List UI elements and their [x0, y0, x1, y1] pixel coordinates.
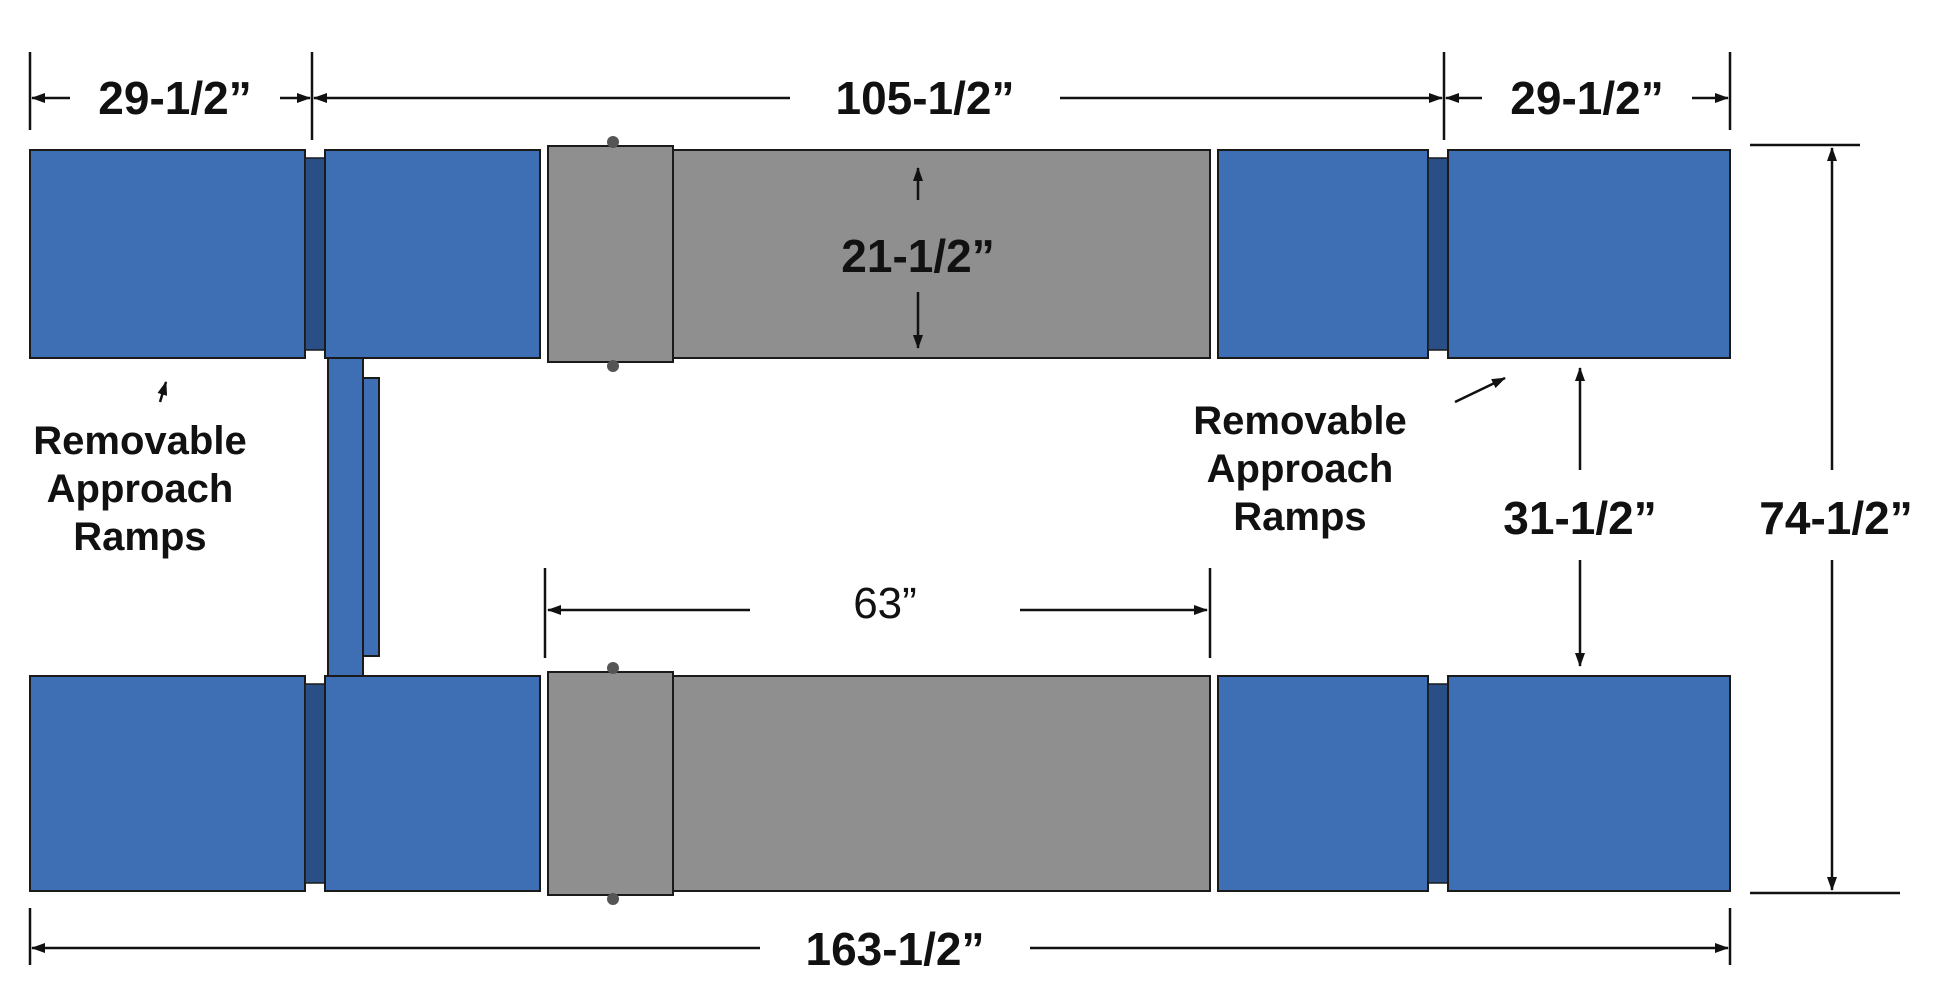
top-left-runway-section: [324, 149, 541, 359]
top-right-approach-ramp: [1447, 149, 1731, 359]
dim-runway-width-label: 21-1/2”: [841, 230, 994, 282]
bottom-right-runway-section: [1217, 675, 1429, 892]
bottom-runway: [29, 662, 1731, 905]
top-runway: [29, 136, 1731, 372]
top-right-runway-section: [1217, 149, 1429, 359]
right-note: Removable Approach Ramps: [1193, 399, 1406, 539]
top-slip-plate: [672, 149, 1211, 359]
dim-ramp-left-label: 29-1/2”: [98, 72, 251, 124]
left-note-line-3: Ramps: [73, 515, 206, 559]
top-turnplate-pin-upper: [607, 136, 619, 148]
left-note-line-1: Removable: [33, 419, 246, 463]
left-note: Removable Approach Ramps: [33, 419, 246, 559]
dim-overall-length-label: 163-1/2”: [805, 923, 984, 975]
top-turnplate: [547, 145, 674, 363]
right-note-line-1: Removable: [1193, 399, 1406, 443]
bottom-slip-plate: [672, 675, 1211, 892]
left-note-leader: [157, 381, 168, 403]
dim-inner-gap-label: 31-1/2”: [1503, 492, 1656, 544]
bottom-left-ramp-hinge: [304, 683, 326, 884]
right-note-line-2: Approach: [1207, 447, 1394, 491]
right-note-line-3: Ramps: [1233, 495, 1366, 539]
bottom-turnplate-pin-upper: [607, 662, 619, 674]
dim-label-bg-ramp-right: [1482, 72, 1692, 124]
dim-label-bg-center-span: [790, 72, 1060, 124]
bottom-right-approach-ramp: [1447, 675, 1731, 892]
dim-label-bg-ramp-left: [70, 72, 280, 124]
power-unit: [362, 377, 380, 657]
top-left-ramp-hinge: [304, 157, 326, 351]
top-turnplate-pin-lower: [607, 360, 619, 372]
dim-plate-length-label: 63”: [853, 579, 917, 628]
bottom-right-ramp-hinge: [1427, 683, 1449, 884]
dim-overall-width-label: 74-1/2”: [1759, 492, 1912, 544]
top-right-ramp-hinge: [1427, 157, 1449, 351]
left-note-line-2: Approach: [47, 467, 234, 511]
dim-ramp-right-label: 29-1/2”: [1510, 72, 1663, 124]
bottom-left-runway-section: [324, 675, 541, 892]
dim-center-span-label: 105-1/2”: [835, 72, 1014, 124]
cross-member: [327, 357, 364, 677]
bottom-turnplate-pin-lower: [607, 893, 619, 905]
dim-label-bg-overall-length: [760, 920, 1030, 976]
bottom-turnplate: [547, 671, 674, 896]
right-note-leader: [1454, 376, 1506, 404]
top-left-approach-ramp: [29, 149, 306, 359]
bottom-left-approach-ramp: [29, 675, 306, 892]
